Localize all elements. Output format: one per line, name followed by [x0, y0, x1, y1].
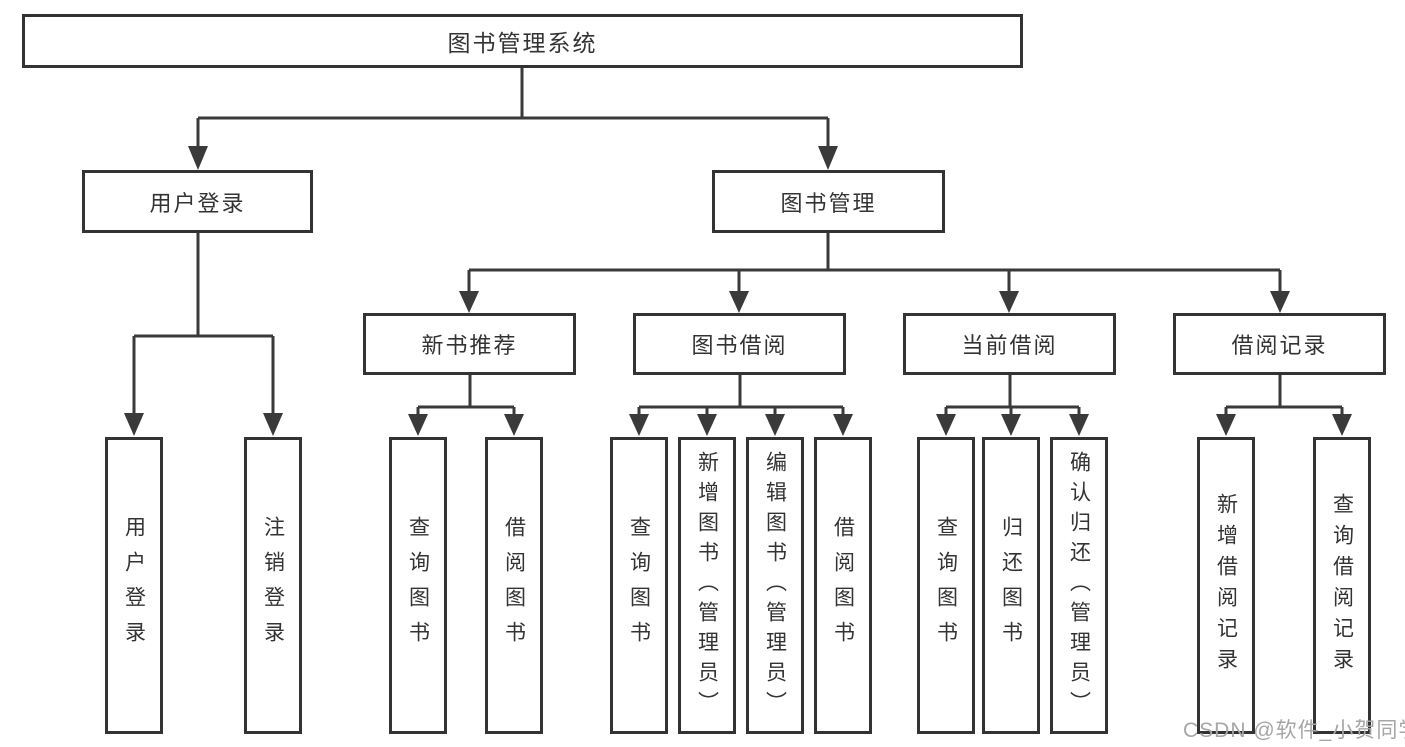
connector-book-management: [459, 233, 1290, 313]
leaf-user-login: 用户登录: [105, 437, 163, 734]
leaf-label: 注销登录: [261, 515, 285, 656]
leaf-add-borrow-record: 新增借阅记录: [1197, 437, 1255, 734]
leaf-label: 查询图书: [934, 515, 958, 656]
leaf-borrow-book-2: 借阅图书: [814, 437, 872, 734]
node-user-login: 用户登录: [82, 170, 313, 233]
leaf-label: 借阅图书: [831, 515, 855, 656]
leaf-label: 确认归还（管理员）: [1067, 450, 1091, 721]
leaf-label: 借阅图书: [502, 515, 526, 656]
leaf-borrow-book-1: 借阅图书: [485, 437, 543, 734]
node-current-borrow: 当前借阅: [903, 313, 1116, 375]
connector-current-borrow: [936, 375, 1089, 436]
leaf-return-book: 归还图书: [982, 437, 1040, 734]
leaf-label: 用户登录: [122, 515, 146, 656]
connector-book-borrow: [629, 375, 853, 436]
leaf-query-book-1: 查询图书: [389, 437, 447, 734]
node-new-book-recommend: 新书推荐: [363, 313, 576, 375]
leaf-label: 编辑图书（管理员）: [763, 450, 787, 721]
connector-user-login: [124, 233, 283, 436]
connector-borrow-record: [1216, 375, 1352, 436]
leaf-confirm-return-admin: 确认归还（管理员）: [1050, 437, 1108, 734]
leaf-label: 新增图书（管理员）: [695, 450, 719, 721]
connector-root: [188, 68, 838, 170]
node-book-borrow: 图书借阅: [633, 313, 846, 375]
leaf-logout: 注销登录: [244, 437, 302, 734]
leaf-label: 新增借阅记录: [1214, 492, 1238, 679]
leaf-query-book-3: 查询图书: [917, 437, 975, 734]
node-book-management: 图书管理: [712, 170, 945, 233]
leaf-label: 查询图书: [406, 515, 430, 656]
leaf-query-borrow-record: 查询借阅记录: [1313, 437, 1371, 734]
leaf-label: 查询借阅记录: [1330, 492, 1354, 679]
leaf-query-book-2: 查询图书: [610, 437, 668, 734]
csdn-watermark: CSDN @软件_小贺同学: [1183, 719, 1405, 742]
leaf-label: 查询图书: [627, 515, 651, 656]
leaf-add-book-admin: 新增图书（管理员）: [678, 437, 736, 734]
leaf-label: 归还图书: [999, 515, 1023, 656]
connector-new-book: [408, 375, 524, 436]
node-borrow-record: 借阅记录: [1173, 313, 1386, 375]
leaf-edit-book-admin: 编辑图书（管理员）: [746, 437, 804, 734]
node-system-root: 图书管理系统: [22, 14, 1023, 68]
